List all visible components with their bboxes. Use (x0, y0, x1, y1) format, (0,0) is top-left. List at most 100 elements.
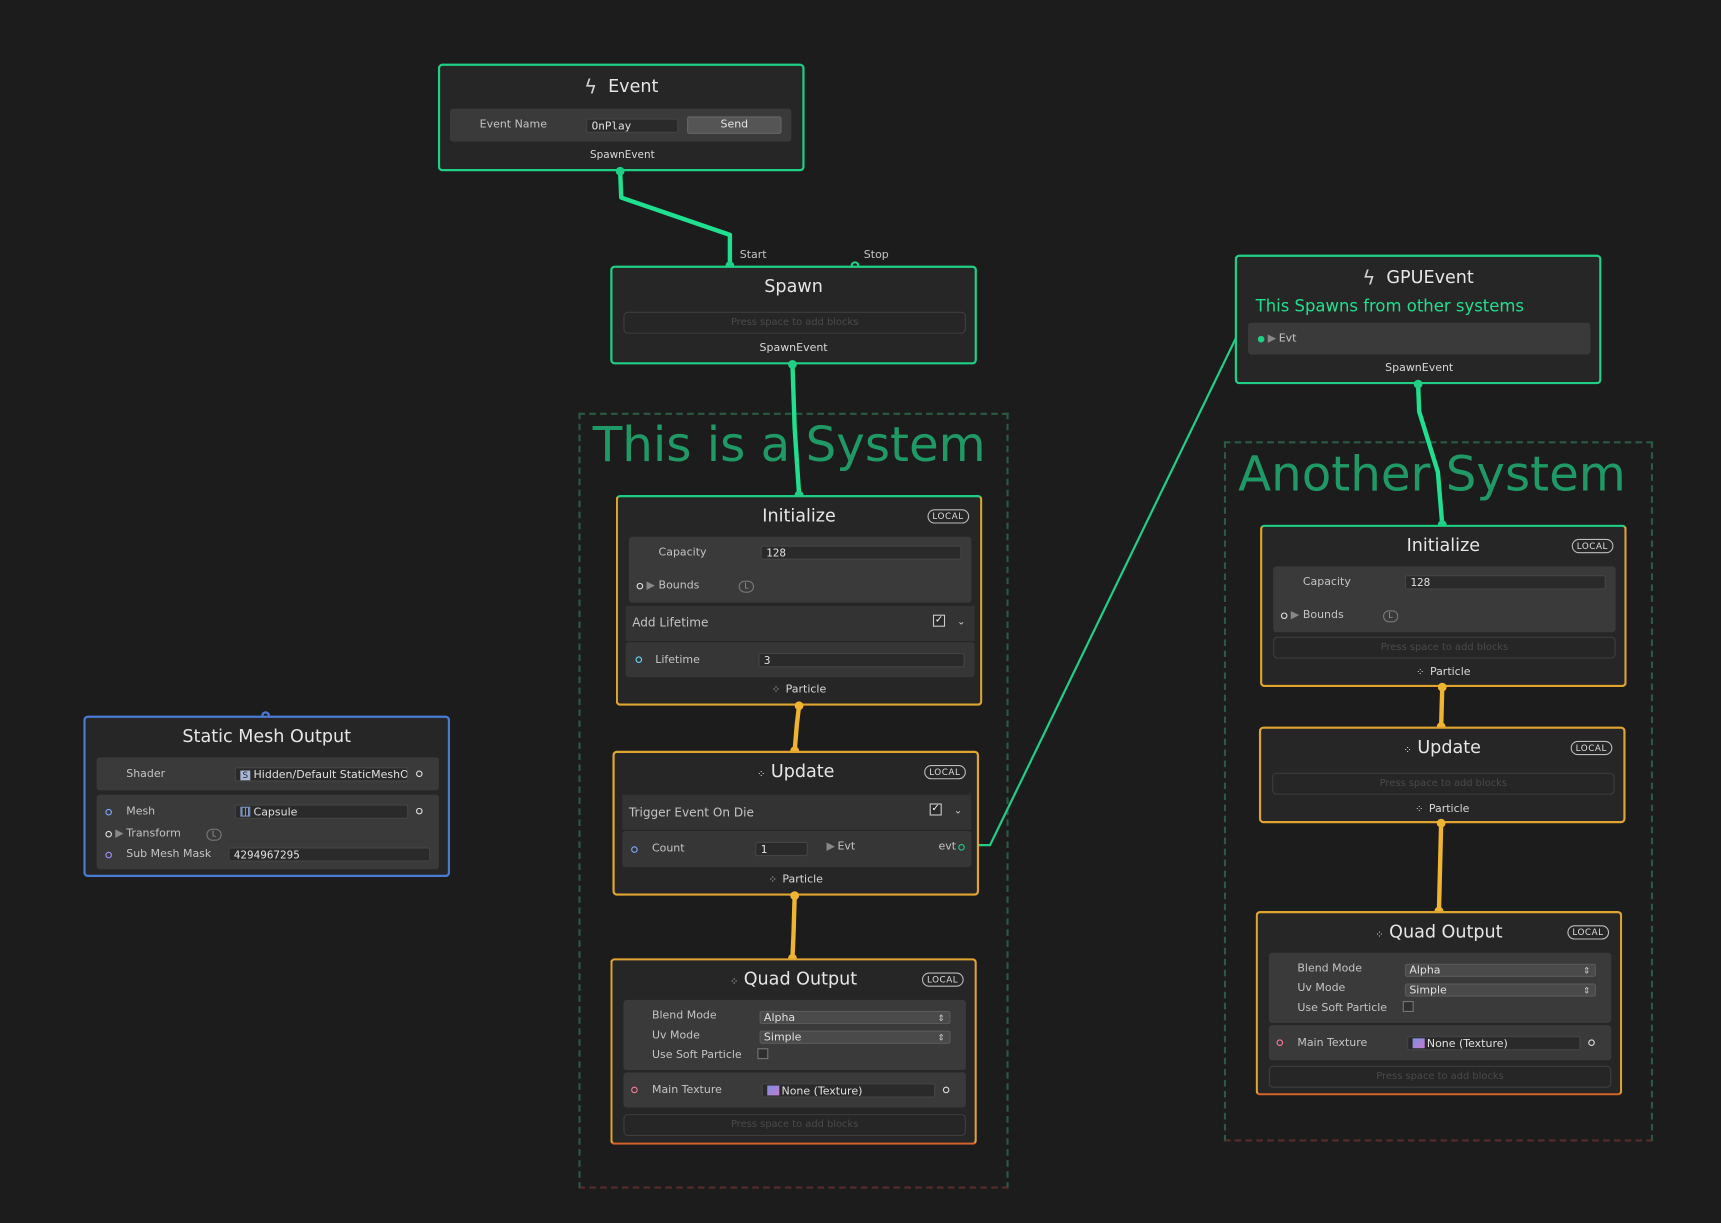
submesh-label: Sub Mesh Mask (126, 848, 212, 861)
update-b-output-port[interactable] (1436, 818, 1446, 828)
count-slot[interactable] (631, 846, 638, 853)
add-lifetime-enabled-checkbox[interactable]: ✓ (932, 614, 946, 627)
spawn-output-port[interactable] (788, 360, 797, 369)
capacity-input[interactable]: 128 (1404, 575, 1606, 590)
system-group-a-title[interactable]: This is a System (592, 417, 986, 474)
count-input[interactable]: 1 (755, 841, 808, 857)
evt-expand-arrow[interactable]: ▶ (1267, 332, 1277, 345)
spawn-add-blocks-hint[interactable]: Press space to add blocks (623, 311, 966, 334)
gpu-event-comment: This Spawns from other systems (1255, 296, 1524, 317)
particle-dots-icon: ⁘ (1375, 929, 1383, 941)
submesh-input[interactable]: 4294967295 (228, 847, 431, 862)
evt-input-slot[interactable] (1257, 335, 1265, 343)
blend-mode-select[interactable]: Alpha (759, 1010, 951, 1025)
particle-dots-icon: ⁘ (768, 874, 777, 886)
bounds-slot[interactable] (1280, 612, 1288, 620)
object-picker-icon[interactable] (942, 1086, 950, 1094)
main-texture-slot[interactable] (1276, 1039, 1284, 1047)
soft-particle-checkbox[interactable] (757, 1048, 769, 1060)
soft-particle-label: Use Soft Particle (651, 1049, 742, 1062)
main-texture-field[interactable]: None (Texture) (761, 1083, 936, 1098)
event-name-panel: Event Name OnPlay Send (450, 108, 792, 142)
particle-dots-icon: ⁘ (1403, 745, 1412, 757)
uv-mode-select[interactable]: Simple (759, 1030, 951, 1045)
local-badge[interactable]: LOCAL (1570, 740, 1613, 756)
bounds-expand-arrow[interactable]: ▶ (646, 579, 655, 592)
object-picker-icon[interactable] (1588, 1039, 1595, 1047)
chevron-down-icon[interactable]: ⌄ (957, 616, 966, 628)
init-b-add-blocks-hint[interactable]: Press space to add blocks (1273, 636, 1616, 659)
init-b-output-port[interactable] (1437, 682, 1447, 692)
quad-a-add-blocks-hint[interactable]: Press space to add blocks (623, 1114, 966, 1137)
spawn-output-label: SpawnEvent (759, 342, 828, 355)
gpu-event-output-port[interactable] (1413, 379, 1423, 389)
init-a-output-label: ⁘Particle (771, 683, 827, 696)
local-badge[interactable]: LOCAL (926, 509, 970, 524)
add-lifetime-title: Add Lifetime (632, 615, 709, 631)
transform-label: Transform (126, 827, 181, 840)
mesh-slot[interactable] (105, 808, 112, 816)
spawn-node-title: Spawn (764, 275, 823, 297)
soft-particle-checkbox[interactable] (1402, 1001, 1414, 1012)
event-output-port[interactable] (615, 166, 625, 176)
init-a-output-port[interactable] (794, 701, 804, 711)
object-picker-icon[interactable] (415, 770, 423, 778)
transform-slot[interactable] (105, 830, 112, 838)
bounds-slot[interactable] (636, 582, 644, 590)
particle-dots-icon: ⁘ (1416, 667, 1424, 679)
evt-output-slot[interactable] (958, 844, 965, 851)
uv-mode-select[interactable]: Simple (1404, 983, 1596, 998)
bounds-local-badge[interactable]: L (738, 580, 755, 593)
transform-local-badge[interactable]: L (206, 828, 222, 841)
lifetime-slot[interactable] (635, 656, 643, 663)
lifetime-input[interactable]: 3 (758, 653, 965, 668)
quad-b-add-blocks-hint[interactable]: Press space to add blocks (1268, 1065, 1612, 1088)
trigger-event-enabled-checkbox[interactable]: ✓ (929, 803, 942, 816)
gpu-event-output-label: SpawnEvent (1385, 362, 1454, 375)
init-b-properties: Capacity 128 ▶ Bounds L (1273, 566, 1616, 633)
add-lifetime-block[interactable]: Add Lifetime ✓ ⌄ (625, 605, 975, 641)
transform-expand-arrow[interactable]: ▶ (115, 827, 124, 840)
local-badge[interactable]: LOCAL (1571, 538, 1614, 554)
object-picker-icon[interactable] (415, 807, 423, 815)
event-name-input[interactable]: OnPlay (586, 118, 679, 133)
blend-mode-label: Blend Mode (1297, 962, 1363, 975)
blend-mode-select[interactable]: Alpha (1404, 963, 1596, 978)
chevron-down-icon[interactable]: ⌄ (953, 805, 963, 817)
system-group-b-title[interactable]: Another System (1238, 446, 1626, 503)
bounds-expand-arrow[interactable]: ▶ (1290, 609, 1300, 622)
local-badge[interactable]: LOCAL (923, 765, 966, 780)
bounds-local-badge[interactable]: L (1382, 610, 1399, 623)
mesh-field[interactable]: Capsule (234, 804, 409, 819)
evt-expand-arrow[interactable]: ▶ (826, 840, 835, 853)
send-button[interactable]: Send (687, 116, 782, 134)
submesh-slot[interactable] (105, 851, 112, 859)
init-b-output-label: ⁘Particle (1416, 666, 1471, 679)
main-texture-field[interactable]: None (Texture) (1407, 1036, 1581, 1051)
capacity-input[interactable]: 128 (760, 545, 962, 560)
main-texture-slot[interactable] (631, 1086, 638, 1094)
particle-dots-icon: ⁘ (771, 684, 780, 696)
update-a-output-port[interactable] (790, 891, 800, 901)
trigger-event-on-die-block[interactable]: Trigger Event On Die ✓ ⌄ (622, 794, 972, 830)
main-texture-row: Main Texture None (Texture) (623, 1072, 966, 1108)
spawn-node[interactable]: Spawn Press space to add blocks SpawnEve… (610, 265, 977, 365)
bounds-label: Bounds (1302, 609, 1344, 622)
local-badge[interactable]: LOCAL (1566, 925, 1610, 940)
update-b-add-blocks-hint[interactable]: Press space to add blocks (1272, 772, 1615, 795)
local-badge[interactable]: LOCAL (921, 972, 964, 987)
